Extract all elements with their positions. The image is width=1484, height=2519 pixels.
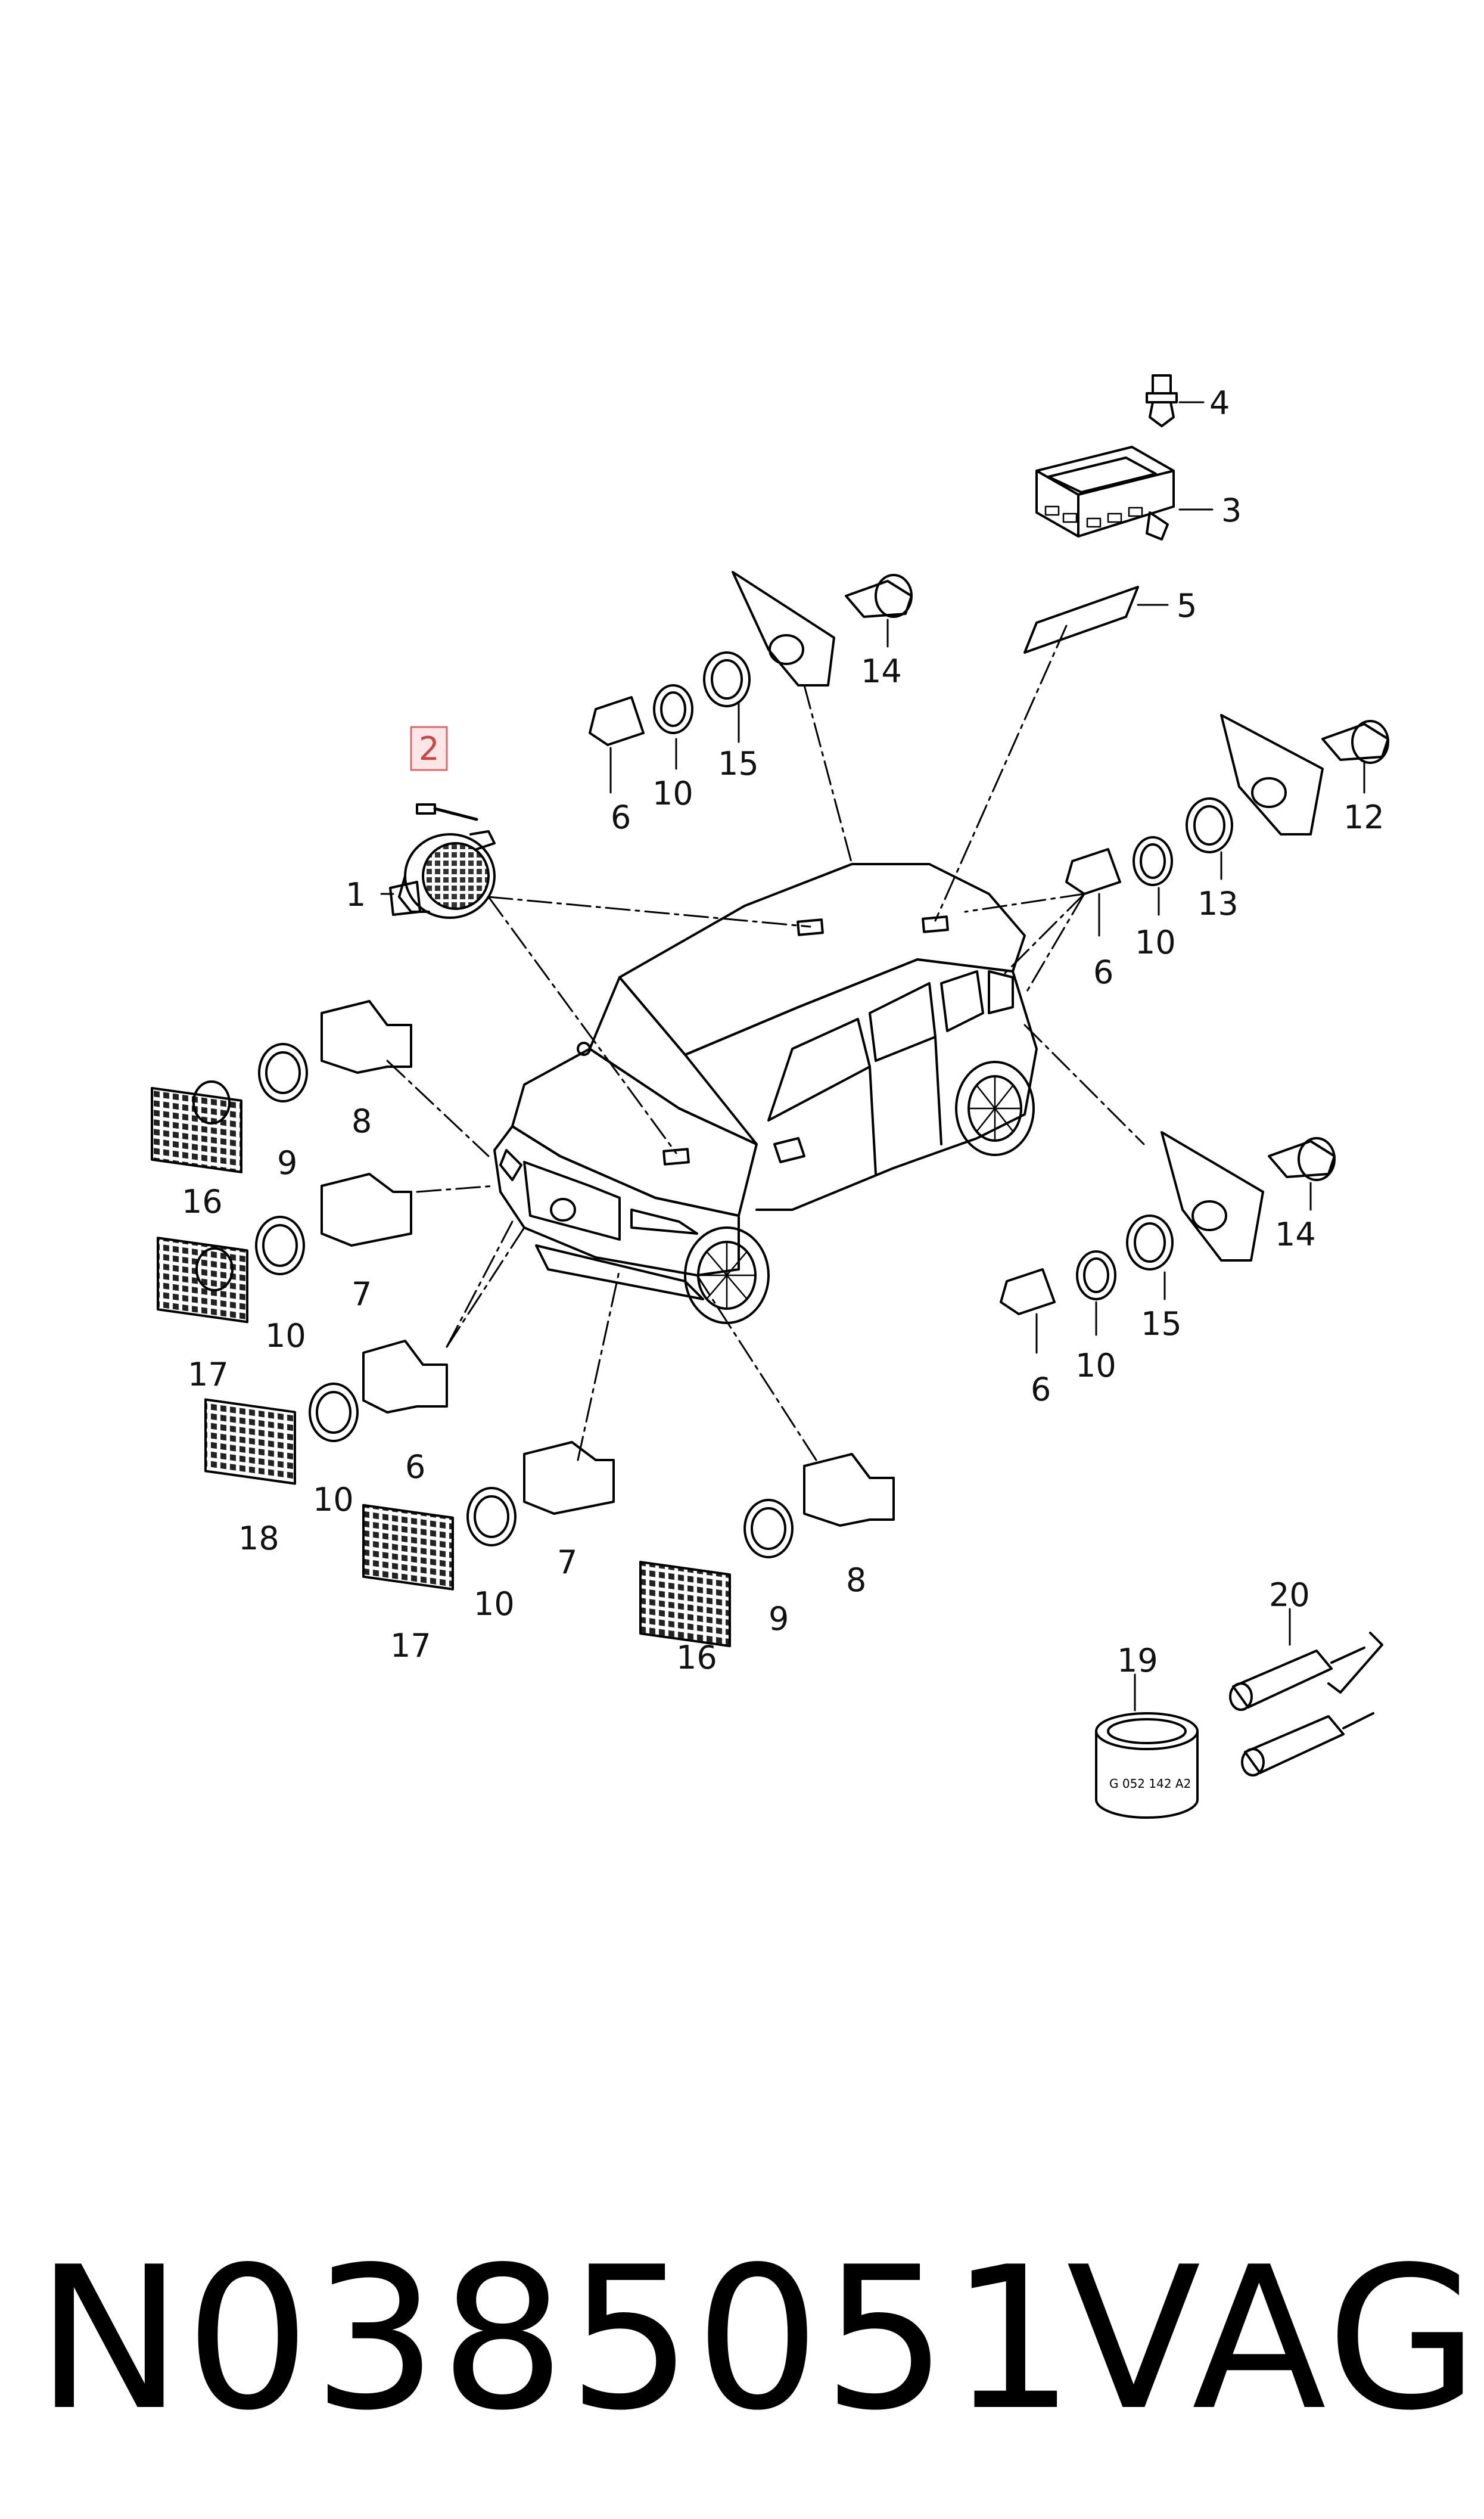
callout-8: 8: [846, 1561, 866, 1599]
leader-lines: [386, 625, 1145, 1461]
callout-12: 12: [1343, 799, 1385, 836]
callout-9: 9: [769, 1600, 789, 1638]
callout-10: 10: [474, 1585, 515, 1623]
sensor-group-rear-right: [1000, 1131, 1336, 1315]
callout-6: 6: [1031, 1371, 1051, 1408]
part-number: N0385051: [36, 2225, 1078, 2453]
plug-connectors: [1229, 1632, 1383, 1776]
callout-19: 19: [1117, 1642, 1158, 1679]
callout-10: 10: [652, 775, 693, 812]
callout-3: 3: [1221, 492, 1242, 529]
callout-13: 13: [1197, 885, 1239, 923]
callout-labels: 1 2 3 4 5 6 6 6 6 7 7 8 8 9 9 10 10 10 1…: [182, 384, 1385, 1679]
callout-8: 8: [351, 1102, 372, 1140]
callout-1: 1: [346, 876, 366, 914]
brand-name: VAG: [1066, 2225, 1483, 2453]
callout-6: 6: [405, 1448, 425, 1486]
sensor-group-upper: [589, 571, 913, 746]
callout-18: 18: [238, 1520, 279, 1557]
vehicle-body: [493, 863, 1038, 1324]
callout-7: 7: [351, 1275, 372, 1313]
callout-10: 10: [265, 1317, 306, 1355]
seal-ring: [1095, 1712, 1199, 1819]
callout-14: 14: [861, 653, 902, 690]
callout-17: 17: [390, 1627, 431, 1664]
callout-17: 17: [188, 1356, 229, 1393]
callout-10: 10: [1135, 924, 1176, 961]
callout-14: 14: [1275, 1216, 1316, 1253]
callout-15: 15: [718, 745, 759, 782]
callout-16: 16: [676, 1639, 717, 1676]
callout-ticks: [380, 401, 1365, 1712]
sensor-group-front-left: [151, 1000, 895, 1648]
callout-6: 6: [611, 799, 631, 836]
clip-fastener: [1146, 374, 1178, 427]
callout-5: 5: [1177, 587, 1197, 625]
seal-marking: G 052 142 A2: [1109, 1776, 1191, 1791]
callout-9: 9: [277, 1144, 297, 1182]
sensor-group-right: [1065, 714, 1389, 895]
callout-20: 20: [1269, 1576, 1310, 1614]
label-strip: [1023, 586, 1139, 654]
callout-10: 10: [313, 1481, 354, 1518]
callout-2: 2: [419, 730, 439, 768]
callout-16: 16: [182, 1183, 223, 1220]
callout-10: 10: [1075, 1347, 1116, 1384]
callout-6: 6: [1093, 953, 1113, 991]
buzzer-speaker: [389, 830, 496, 919]
control-unit: [1035, 446, 1175, 541]
callout-7: 7: [557, 1543, 577, 1581]
callout-4: 4: [1209, 384, 1230, 422]
screw: [416, 803, 478, 821]
callout-15: 15: [1141, 1305, 1182, 1343]
callout-highlight-box: [410, 726, 448, 771]
